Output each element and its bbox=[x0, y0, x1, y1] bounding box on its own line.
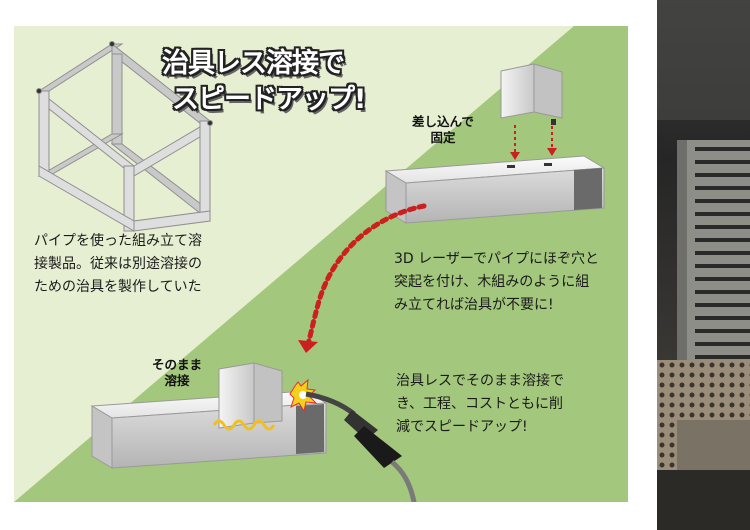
illustration-canvas bbox=[14, 26, 628, 502]
hole-left bbox=[507, 165, 515, 168]
caption-laser-joint: 3D レーザーでパイプにほぞ穴と 突起を付け、木組みのように組 み立てれば治具が… bbox=[394, 251, 600, 313]
title-line-1: 治具レス溶接で bbox=[162, 48, 345, 79]
caption-pipe-assembly: パイプを使った組み立て溶 接製品。従来は別途溶接の ための治具を製作していた bbox=[34, 233, 202, 295]
weld-spark bbox=[289, 378, 318, 413]
photo-canvas bbox=[657, 0, 750, 530]
welded-bracket bbox=[212, 362, 283, 431]
label-insert-fix: 差し込んで 固定 bbox=[412, 114, 474, 145]
product-photo bbox=[657, 0, 750, 530]
title-line-2: スピードアップ! bbox=[172, 84, 366, 115]
illustration-panel: 治具レス溶接で スピードアップ! 差し込んで 固定 そのまま 溶接 パイプを使っ… bbox=[14, 26, 628, 502]
hole-right bbox=[544, 163, 552, 166]
welding-torch bbox=[305, 391, 417, 502]
pipe-with-holes bbox=[384, 155, 606, 224]
cube-frame bbox=[36, 41, 213, 232]
background-dark-wedge bbox=[14, 26, 628, 502]
flow-arrow-head bbox=[298, 340, 318, 353]
flow-arrow bbox=[305, 203, 427, 347]
weld-bead bbox=[212, 419, 276, 431]
label-weld-as-is: そのまま 溶接 bbox=[152, 357, 203, 388]
bracket-plate bbox=[500, 63, 563, 160]
caption-speed-up: 治具レスでそのまま溶接で き、工程、コストともに削 減でスピードアップ! bbox=[396, 373, 564, 435]
